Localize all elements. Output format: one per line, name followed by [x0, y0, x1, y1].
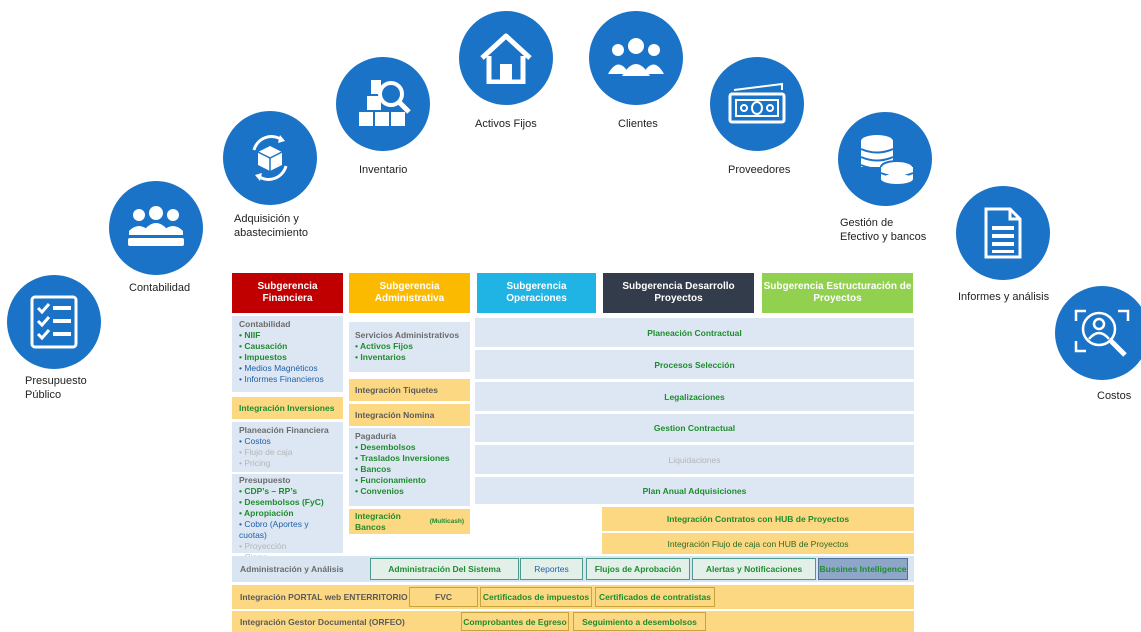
list-item: Funcionamiento — [355, 475, 464, 486]
list-item: Desembolsos (FyC) — [239, 497, 336, 508]
fvc-box: FVC — [409, 587, 478, 607]
list-item: Convenios — [355, 486, 464, 497]
presupuesto-title: Presupuesto — [239, 475, 291, 485]
informes-module — [956, 186, 1050, 280]
proveedores-module — [710, 57, 804, 151]
module-label-contabilidad: Contabilidad — [129, 282, 191, 294]
document-icon — [984, 207, 1022, 259]
recycle-box-icon — [252, 135, 288, 181]
people-group-icon — [608, 38, 664, 76]
bar-gestion-contractual: Gestion Contractual — [475, 414, 914, 442]
list-item: NIIF — [239, 330, 336, 341]
bar-planeacion-contractual: Planeación Contractual — [475, 318, 914, 347]
adquisicion-module — [223, 111, 317, 205]
money-bill-icon — [728, 82, 786, 124]
integracion-tiquetes: Integración Tiquetes — [349, 379, 470, 401]
list-item: Inventarios — [355, 352, 464, 363]
seguimiento-desembolsos-box: Seguimiento a desembolsos — [573, 612, 706, 631]
contabilidad-module — [109, 181, 203, 275]
coins-icon — [860, 135, 914, 184]
presupuesto-box: Presupuesto CDP’s – RP’s Desembolsos (Fy… — [232, 474, 343, 562]
list-item: Bancos — [355, 464, 464, 475]
flujos-aprobacion-box: Flujos de Aprobación — [586, 558, 690, 580]
costos-module — [1055, 286, 1141, 380]
orfeo-label: Integración Gestor Documental (ORFEO) — [240, 617, 405, 627]
admin-analisis-row: Administración y Análisis Administración… — [232, 556, 914, 582]
orfeo-row: Integración Gestor Documental (ORFEO) Co… — [232, 611, 914, 632]
list-item: Activos Fijos — [355, 341, 464, 352]
pagaduria-box: Pagaduría Desembolsos Traslados Inversio… — [349, 428, 470, 506]
team-icon — [128, 206, 184, 246]
list-item: Impuestos — [239, 352, 336, 363]
presupuesto-publico-module — [7, 275, 101, 369]
module-label-proveedores: Proveedores — [728, 164, 791, 176]
bar-legalizaciones: Legalizaciones — [475, 382, 914, 411]
integracion-bancos: Integración Bancos (Multicash) — [349, 509, 470, 534]
portal-label: Integración PORTAL web ENTERRITORIO — [240, 592, 408, 602]
bi-box: Bussines Intelligence — [818, 558, 908, 580]
module-label-clientes: Clientes — [618, 118, 658, 130]
certificados-contratistas-box: Certificados de contratistas — [595, 587, 715, 607]
list-item: Medios Magnéticos — [239, 363, 336, 374]
portal-row: Integración PORTAL web ENTERRITORIO FVC … — [232, 585, 914, 609]
certificados-impuestos-box: Certificados de impuestos — [480, 587, 592, 607]
integracion-nomina: Integración Nomina — [349, 404, 470, 426]
list-item: Informes Financieros — [239, 374, 336, 385]
pagaduria-title: Pagaduría — [355, 431, 397, 441]
bar-liquidaciones: Liquidaciones — [475, 445, 914, 474]
reportes-box: Reportes — [520, 558, 583, 580]
list-item: Cobro (Aportes y cuotas) — [239, 519, 336, 541]
module-label-activos-fijos: Activos Fijos — [475, 118, 537, 130]
planeacion-title: Planeación Financiera — [239, 425, 329, 435]
integracion-contratos-hub: Integración Contratos con HUB de Proyect… — [602, 507, 914, 531]
admin-sistema-box: Administración Del Sistema — [370, 558, 519, 580]
checklist-icon — [30, 295, 78, 349]
list-item: Apropiación — [239, 508, 336, 519]
list-item: Causación — [239, 341, 336, 352]
user-search-icon — [1074, 309, 1130, 357]
clientes-module — [589, 11, 683, 105]
house-icon — [480, 33, 532, 84]
list-item: Proyección — [239, 541, 336, 552]
inventario-module — [336, 57, 430, 151]
list-item: Costos — [239, 436, 336, 447]
servicios-administrativos-box: Servicios Administrativos Activos Fijos … — [349, 322, 470, 372]
alertas-box: Alertas y Notificaciones — [692, 558, 816, 580]
planeacion-financiera-box: Planeación Financiera Costos Flujo de ca… — [232, 422, 343, 472]
servicios-title: Servicios Administrativos — [355, 330, 460, 340]
integracion-flujo-hub: Integración Flujo de caja con HUB de Pro… — [602, 533, 914, 554]
module-label-inventario: Inventario — [359, 164, 408, 176]
bar-plan-anual: Plan Anual Adquisiciones — [475, 477, 914, 504]
list-item: Flujo de caja — [239, 447, 336, 458]
contabilidad-box: Contabilidad NIIF Causación Impuestos Me… — [232, 316, 343, 392]
list-item: Pricing — [239, 458, 336, 469]
gestion-efectivo-module — [838, 112, 932, 206]
admin-analisis-label: Administración y Análisis — [240, 564, 344, 574]
inventory-search-icon — [359, 80, 411, 126]
integracion-inversiones: Integración Inversiones — [232, 397, 343, 419]
module-label-costos: Costos — [1097, 390, 1132, 402]
module-label-informes: Informes y análisis — [958, 291, 1050, 303]
list-item: Desembolsos — [355, 442, 464, 453]
contabilidad-title: Contabilidad — [239, 319, 291, 329]
list-item: CDP’s – RP’s — [239, 486, 336, 497]
bar-procesos-seleccion: Procesos Selección — [475, 350, 914, 379]
list-item: Traslados Inversiones — [355, 453, 464, 464]
activos-fijos-module — [459, 11, 553, 105]
comprobantes-egreso-box: Comprobantes de Egreso — [461, 612, 569, 631]
